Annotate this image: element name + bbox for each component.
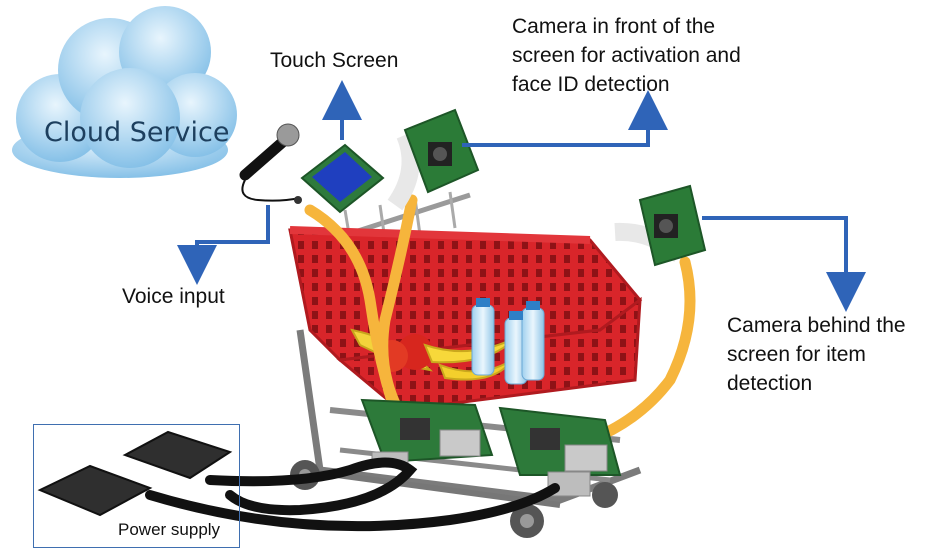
camera-behind-label-line-2: screen for item — [727, 343, 866, 366]
voice-input-arrow — [177, 205, 270, 285]
camera-behind-module — [614, 184, 707, 267]
power-supply-pads — [37, 430, 233, 517]
camera-front-label-line-2: screen for activation and — [512, 44, 741, 67]
power-supply-label: Power supply — [118, 520, 221, 539]
voice-input-label: Voice input — [122, 285, 225, 308]
camera-behind-label-line-3: detection — [727, 372, 813, 395]
camera-front-label-line-1: Camera in front of the — [512, 15, 716, 38]
camera-front-label-line-3: face ID detection — [512, 73, 670, 96]
raspberry-pi-board-left — [360, 398, 494, 467]
power-cables — [145, 457, 560, 532]
touch-screen-label: Touch Screen — [270, 49, 399, 72]
camera-behind-label-line-1: Camera behind the — [727, 314, 906, 337]
camera-behind-arrow — [702, 216, 866, 312]
cloud-icon — [12, 6, 237, 178]
cloud-service-label: Cloud Service — [44, 117, 230, 148]
touch-screen-module — [300, 143, 385, 214]
camera-front-arrow — [462, 90, 668, 147]
power-supply-box — [33, 424, 240, 548]
camera-cables — [304, 194, 696, 446]
microphone-icon — [239, 123, 302, 204]
groceries — [350, 298, 545, 385]
camera-front-module — [387, 108, 480, 211]
